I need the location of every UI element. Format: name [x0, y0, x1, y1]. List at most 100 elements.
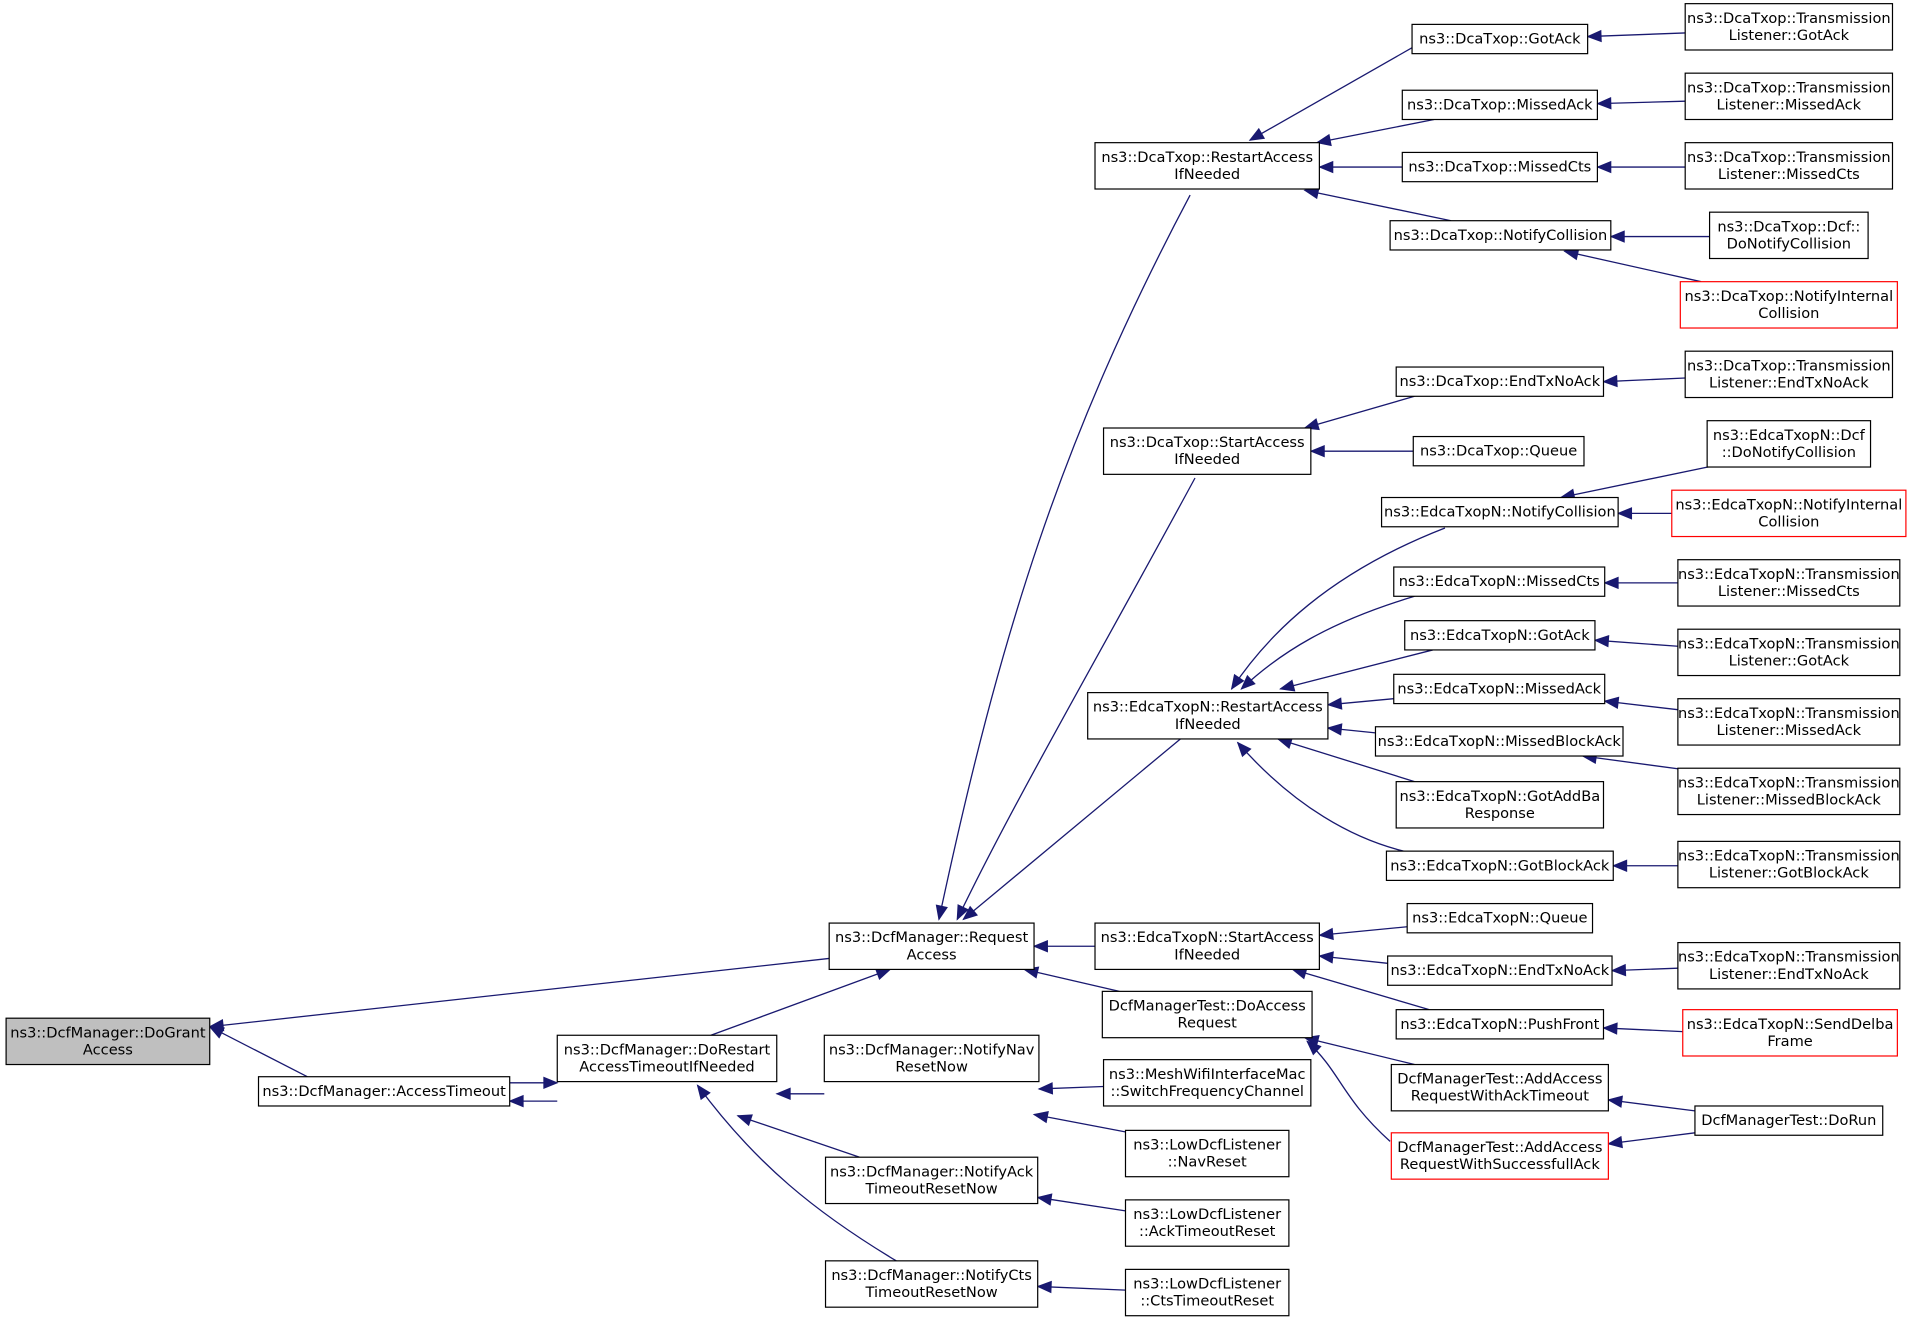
node-box [1411, 23, 1589, 55]
node-label-line: TimeoutResetNow [865, 1180, 998, 1197]
node-dca-endtxnoack[interactable]: ns3::DcaTxop::EndTxNoAck [1395, 366, 1605, 397]
node-notifyack[interactable]: ns3::DcfManager::NotifyAckTimeoutResetNo… [824, 1156, 1039, 1205]
node-edca-tl-gotblockack[interactable]: ns3::EdcaTxopN::TransmissionListener::Go… [1677, 840, 1901, 889]
edge-edca_endtxnoack-to-edca_start [1318, 951, 1388, 964]
node-label-line: ns3::DcaTxop::RestartAccess [1101, 149, 1313, 166]
edge-arrowhead [1303, 418, 1320, 431]
edge-edca_missedblockack-to-edca_restart [1326, 723, 1376, 736]
node-dca-tl-missedack[interactable]: ns3::DcaTxop::TransmissionListener::Miss… [1684, 72, 1894, 121]
node-label-line: ns3::EdcaTxopN::MissedCts [1399, 573, 1600, 590]
edge-arrowhead [1586, 29, 1602, 43]
node-edca-tl-endtxnoack[interactable]: ns3::EdcaTxopN::TransmissionListener::En… [1677, 941, 1901, 990]
node-label-line: ns3::DcfManager::Request [835, 929, 1028, 946]
node-label-line: ns3::DcaTxop::MissedCts [1408, 159, 1591, 176]
edge-dorestart-to-accesstimeout [508, 1094, 558, 1108]
node-label-line: ns3::LowDcfListener [1133, 1276, 1281, 1293]
node-dca-dcf-donotify[interactable]: ns3::DcaTxop::Dcf::DoNotifyCollision [1708, 211, 1869, 260]
node-label-line: ns3::DcaTxop::Queue [1420, 443, 1577, 460]
node-edca-gotack[interactable]: ns3::EdcaTxopN::GotAck [1404, 620, 1596, 651]
node-mesh-switch[interactable]: ns3::MeshWifiInterfaceMac::SwitchFrequen… [1102, 1059, 1312, 1107]
node-test-addsucc[interactable]: DcfManagerTest::AddAccessRequestWithSucc… [1390, 1132, 1609, 1180]
node-dorestart[interactable]: ns3::DcfManager::DoRestartAccessTimeoutI… [556, 1034, 778, 1083]
node-box [1094, 142, 1320, 190]
node-box [1684, 142, 1894, 190]
node-edca-missedack[interactable]: ns3::EdcaTxopN::MissedAck [1393, 673, 1606, 705]
node-low-ackreset[interactable]: ns3::LowDcfListener::AckTimeoutReset [1124, 1199, 1290, 1247]
node-dca-missedack[interactable]: ns3::DcaTxop::MissedAck [1401, 89, 1598, 121]
node-box [823, 1034, 1040, 1083]
node-dca-gotack[interactable]: ns3::DcaTxop::GotAck [1411, 23, 1589, 55]
node-label-line: DcfManagerTest::AddAccess [1397, 1071, 1602, 1088]
edge-test_addsucc-to-test_doaccess [1306, 1040, 1391, 1142]
node-label-line: AccessTimeoutIfNeeded [579, 1058, 754, 1075]
node-edca-gotblockack[interactable]: ns3::EdcaTxopN::GotBlockAck [1385, 850, 1614, 881]
edge-low_navreset-to-notifynav [1032, 1111, 1137, 1135]
edge-dca_dcf_donotify-to-dca_notifycoll [1609, 230, 1710, 243]
node-label-line: Access [907, 946, 957, 963]
node-box [1390, 1132, 1609, 1180]
edge-requestaccess-to-dogrant [208, 957, 830, 1032]
node-label-line: ResetNow [895, 1058, 968, 1075]
node-dca-missedcts[interactable]: ns3::DcaTxop::MissedCts [1401, 151, 1598, 183]
node-dca-tl-missedcts[interactable]: ns3::DcaTxop::TransmissionListener::Miss… [1684, 142, 1894, 190]
node-edca-queue[interactable]: ns3::EdcaTxopN::Queue [1406, 902, 1594, 934]
node-label-line: ns3::DcaTxop::MissedAck [1407, 96, 1593, 113]
node-edca-dcf-donotify[interactable]: ns3::EdcaTxopN::Dcf::DoNotifyCollision [1706, 420, 1872, 468]
node-dca-tl-endtxnoack[interactable]: ns3::DcaTxop::TransmissionListener::EndT… [1684, 350, 1894, 399]
node-box [1404, 620, 1596, 651]
node-low-ctsreset[interactable]: ns3::LowDcfListener::CtsTimeoutReset [1124, 1268, 1290, 1317]
node-notifycts[interactable]: ns3::DcfManager::NotifyCtsTimeoutResetNo… [824, 1260, 1039, 1308]
node-label-line: Listener::MissedAck [1717, 96, 1862, 113]
node-test-addack[interactable]: DcfManagerTest::AddAccessRequestWithAckT… [1390, 1063, 1609, 1112]
edge-arrowhead [208, 1019, 225, 1032]
edge-arrowhead [962, 905, 978, 921]
node-label-line: Response [1465, 805, 1535, 822]
node-box [1406, 902, 1594, 934]
edge-edca_senddelba-to-edca_pushfront [1602, 1022, 1683, 1035]
node-label-line: ns3::EdcaTxopN::NotifyInternal [1675, 496, 1902, 513]
node-dca-tl-gotack[interactable]: ns3::DcaTxop::TransmissionListener::GotA… [1684, 3, 1894, 51]
edge-edca_tl_missedcts-to-edca_missedcts [1603, 576, 1678, 590]
node-edca-tl-missedack[interactable]: ns3::EdcaTxopN::TransmissionListener::Mi… [1677, 698, 1901, 746]
edge-test_doaccess-to-requestaccess [1022, 966, 1120, 992]
edge-line [1033, 1113, 1137, 1135]
node-edca-notifycoll[interactable]: ns3::EdcaTxopN::NotifyCollision [1380, 496, 1619, 528]
node-box [1087, 692, 1329, 740]
node-low-navreset[interactable]: ns3::LowDcfListener::NavReset [1124, 1129, 1290, 1178]
node-label-line: DcfManagerTest::DoAccess [1109, 997, 1306, 1014]
node-edca-pushfront[interactable]: ns3::EdcaTxopN::PushFront [1395, 1009, 1605, 1040]
node-test-dorun[interactable]: DcfManagerTest::DoRun [1694, 1105, 1884, 1136]
node-edca-tl-missedblockack[interactable]: ns3::EdcaTxopN::TransmissionListener::Mi… [1677, 767, 1901, 816]
node-edca-endtxnoack[interactable]: ns3::EdcaTxopN::EndTxNoAck [1387, 955, 1613, 986]
node-edca-tl-gotack[interactable]: ns3::EdcaTxopN::TransmissionListener::Go… [1677, 628, 1901, 677]
node-edca-missedcts[interactable]: ns3::EdcaTxopN::MissedCts [1393, 566, 1606, 597]
node-dca-queue[interactable]: ns3::DcaTxop::Queue [1412, 435, 1585, 467]
node-accesstimeout[interactable]: ns3::DcfManager::AccessTimeout [257, 1076, 511, 1107]
node-label-line: Listener::GotAck [1729, 27, 1850, 44]
node-edca-missedblockack[interactable]: ns3::EdcaTxopN::MissedBlockAck [1374, 726, 1624, 757]
node-box [5, 1017, 211, 1066]
edge-line [1231, 527, 1446, 690]
edge-line [1249, 45, 1415, 141]
edge-line [1304, 395, 1415, 429]
node-label-line: ns3::EdcaTxopN::Transmission [1678, 705, 1900, 722]
node-label-line: ns3::DcaTxop::Transmission [1687, 357, 1891, 374]
node-dca-notifycoll[interactable]: ns3::DcaTxop::NotifyCollision [1389, 220, 1612, 251]
node-edca-tl-missedcts[interactable]: ns3::EdcaTxopN::TransmissionListener::Mi… [1677, 559, 1901, 607]
node-box [1390, 1063, 1609, 1112]
node-box [1679, 281, 1898, 329]
edge-accesstimeout-to-dorestart [509, 1076, 559, 1090]
edge-notifycts-to-dorestart [696, 1084, 897, 1262]
